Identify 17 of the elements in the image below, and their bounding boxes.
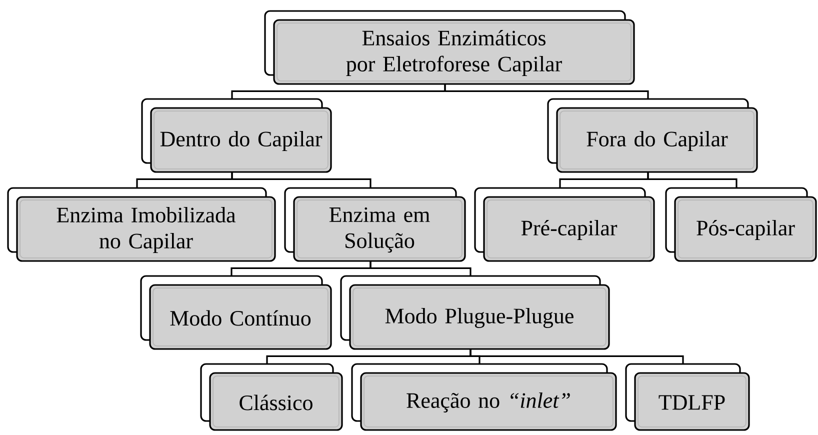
process-box: Modo Contínuo (140, 275, 332, 350)
connector-line (370, 261, 472, 276)
connector-line (647, 172, 738, 188)
process-box: Modo Plugue-Plugue (340, 275, 610, 350)
process-box: Clássico (200, 363, 343, 431)
process-box: TDLFP (625, 363, 750, 431)
process-box: Enzima Imobilizada no Capilar (7, 187, 276, 262)
process-box: Reação no “inlet” (351, 363, 617, 431)
process-box: Dentro do Capilar (141, 98, 332, 173)
process-box: Ensaios Enzimáticos por Eletroforese Capilar (264, 10, 635, 85)
connector-line (444, 84, 649, 99)
process-box: Fora do Capilar (547, 98, 758, 173)
process-box: Pré-capilar (474, 187, 655, 262)
process-box: Enzima em Solução (284, 187, 466, 262)
process-box: Pós-capilar (665, 187, 817, 262)
connector-line (470, 349, 684, 364)
connector-line (231, 172, 372, 188)
